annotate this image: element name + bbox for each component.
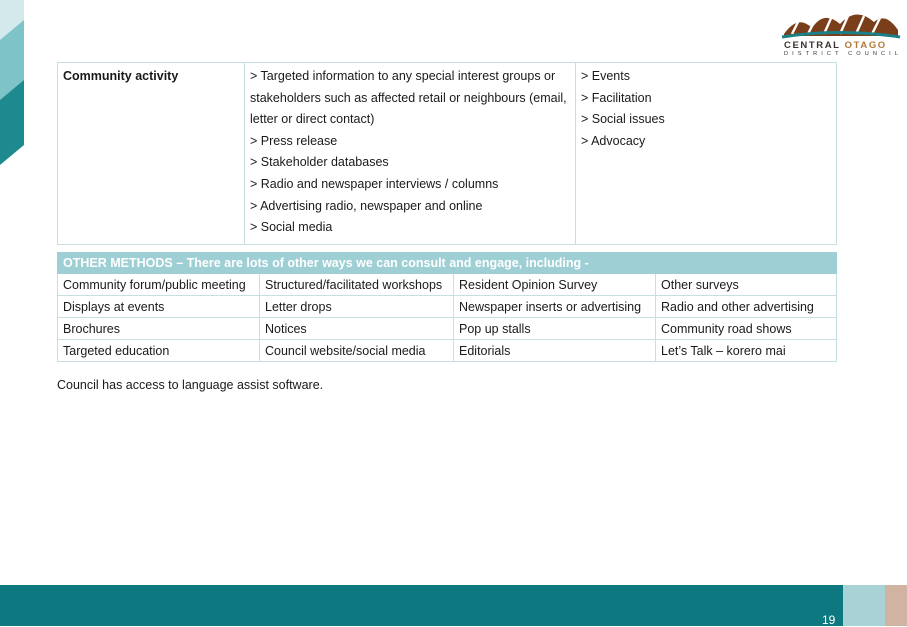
table-row: Community forum/public meeting Structure… xyxy=(57,273,837,296)
table-row: Targeted education Council website/socia… xyxy=(57,339,837,362)
table-header-row: OTHER METHODS – There are lots of other … xyxy=(57,252,837,274)
logo-wordmark: CENTRAL OTAGO xyxy=(784,40,887,51)
table-row: Community activity > Targeted informatio… xyxy=(57,62,837,245)
table-cell: Structured/facilitated workshops xyxy=(259,273,454,296)
other-methods-header: OTHER METHODS – There are lots of other … xyxy=(57,252,837,274)
table-cell: Council website/social media xyxy=(259,339,454,362)
row-label: Community activity xyxy=(57,62,245,245)
table-cell: Community road shows xyxy=(655,317,837,340)
community-activity-table: Community activity > Targeted informatio… xyxy=(57,62,837,245)
language-assist-note: Council has access to language assist so… xyxy=(57,378,324,392)
table-cell: Newspaper inserts or advertising xyxy=(453,295,656,318)
table-cell: Displays at events xyxy=(57,295,260,318)
table-cell: Targeted education xyxy=(57,339,260,362)
table-cell: Letter drops xyxy=(259,295,454,318)
uses-cell: > Events > Facilitation > Social issues … xyxy=(575,62,837,245)
side-decoration xyxy=(0,0,24,165)
page-number: 19 xyxy=(822,613,836,627)
table-cell: Let’s Talk – korero mai xyxy=(655,339,837,362)
methods-cell: > Targeted information to any special in… xyxy=(244,62,576,245)
list-item: > Press release xyxy=(250,133,338,148)
other-methods-table: OTHER METHODS – There are lots of other … xyxy=(57,252,837,362)
list-item: > Events xyxy=(581,69,630,83)
table-cell: Editorials xyxy=(453,339,656,362)
table-cell: Radio and other advertising xyxy=(655,295,837,318)
list-item: > Radio and newspaper interviews / colum… xyxy=(250,176,499,191)
table-cell: Community forum/public meeting xyxy=(57,273,260,296)
council-logo xyxy=(781,14,901,39)
page-footer: 19 xyxy=(0,585,907,627)
list-item: > Advocacy xyxy=(581,133,646,148)
list-item: > Targeted information to any special in… xyxy=(250,69,567,127)
footer-tan-block xyxy=(885,585,907,626)
list-item: > Facilitation xyxy=(581,90,652,105)
footer-light-block xyxy=(843,585,885,626)
footer-teal-band xyxy=(0,585,843,626)
table-cell: Pop up stalls xyxy=(453,317,656,340)
table-cell: Resident Opinion Survey xyxy=(453,273,656,296)
table-cell: Other surveys xyxy=(655,273,837,296)
table-row: Displays at events Letter drops Newspape… xyxy=(57,295,837,318)
table-cell: Brochures xyxy=(57,317,260,340)
list-item: > Social media xyxy=(250,220,333,235)
table-row: Brochures Notices Pop up stalls Communit… xyxy=(57,317,837,340)
table-cell: Notices xyxy=(259,317,454,340)
logo-subtitle: DISTRICT COUNCIL xyxy=(784,51,903,57)
list-item: > Stakeholder databases xyxy=(250,155,389,170)
list-item: > Advertising radio, newspaper and onlin… xyxy=(250,198,483,213)
list-item: > Social issues xyxy=(581,112,665,127)
